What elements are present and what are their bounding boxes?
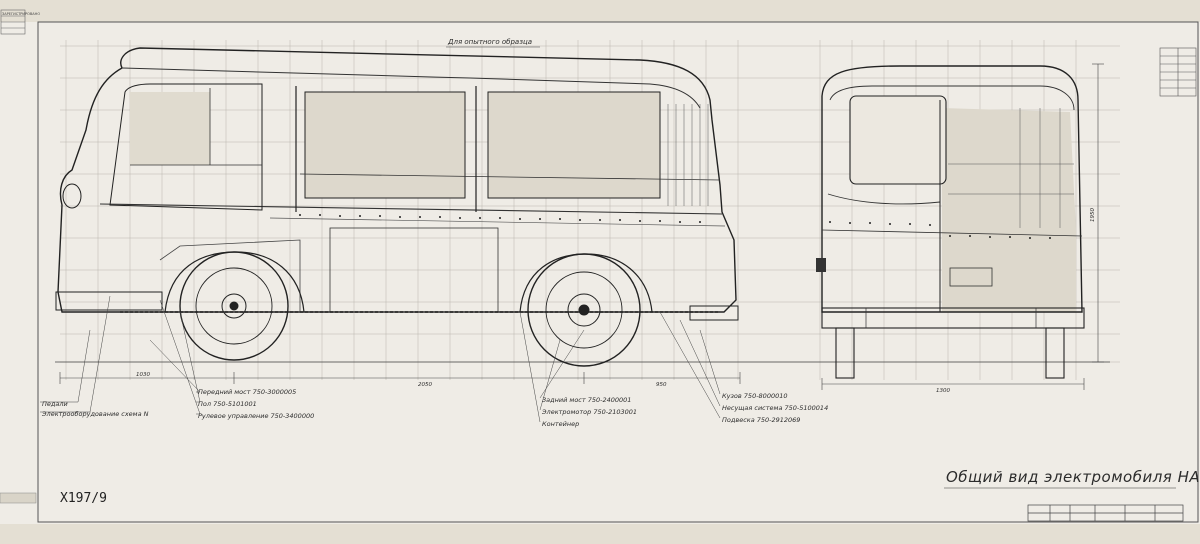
callout-rear-axle: Задний мост 750-2400001 bbox=[542, 396, 631, 404]
headlamp bbox=[62, 183, 82, 209]
callout-container: Контейнер bbox=[542, 420, 579, 428]
rear-roof-line bbox=[829, 85, 1075, 111]
cargo-window-rear bbox=[487, 91, 661, 199]
dim-track-width: 1300 bbox=[936, 388, 950, 394]
callout-front-axle: Передний мост 750-3000005 bbox=[198, 388, 296, 396]
rub-rail bbox=[299, 173, 721, 181]
corner-stamp bbox=[0, 9, 26, 35]
dim-height: 1950 bbox=[1090, 208, 1096, 222]
callout-load-bearing-system: Несущая система 750-5100014 bbox=[722, 404, 828, 412]
rear-left-tire bbox=[835, 327, 855, 379]
top-note: Для опытного образца bbox=[447, 38, 532, 46]
callout-leaders bbox=[40, 295, 721, 423]
rear-body-outline bbox=[821, 65, 1083, 313]
rear-right-tire bbox=[1045, 327, 1065, 379]
callout-suspension: Подвеска 750-2912069 bbox=[722, 416, 800, 424]
drawing-frame bbox=[37, 21, 1199, 523]
corner-stamp-text: ЗАРЕГИСТРИРОВАНО bbox=[2, 12, 40, 16]
lower-belt-line bbox=[269, 217, 726, 227]
callout-electrical: Электрооборудование схема N bbox=[41, 410, 149, 418]
height-dimension bbox=[1092, 63, 1104, 363]
rear-window bbox=[849, 95, 947, 185]
front-bumper bbox=[55, 291, 163, 311]
cargo-panel-1-fill bbox=[305, 92, 465, 198]
rear-belt-line bbox=[821, 229, 1083, 237]
front-wheel bbox=[179, 251, 289, 361]
length-dimensions bbox=[59, 372, 1085, 390]
rear-view-bumper bbox=[821, 307, 1085, 329]
dim-rear-overhang: 950 bbox=[656, 382, 667, 388]
license-plate-area bbox=[949, 267, 993, 287]
rear-rivet-row bbox=[829, 221, 1051, 239]
title-block bbox=[1027, 504, 1184, 522]
callout-steering: Рулевое управление 750-3400000 bbox=[198, 412, 314, 420]
drawing-title: Общий вид электромобиля НАМИ-010 bbox=[946, 468, 1200, 486]
callout-floor: Пол 750-5101001 bbox=[198, 400, 257, 408]
rivet-row bbox=[299, 214, 701, 223]
side-body-outline bbox=[57, 47, 737, 313]
front-fender-line bbox=[159, 239, 301, 312]
cab-door-outline bbox=[109, 83, 263, 211]
archive-number: Х197/9 bbox=[60, 491, 107, 506]
side-lower-panel bbox=[329, 227, 499, 313]
right-revision-table bbox=[1159, 47, 1197, 97]
rear-view bbox=[816, 65, 1085, 379]
rear-wheel bbox=[527, 253, 641, 367]
rear-side-hatching bbox=[948, 108, 1074, 228]
left-margin-stamp bbox=[0, 492, 37, 504]
roof-line bbox=[121, 67, 701, 109]
side-view bbox=[55, 47, 739, 367]
cargo-panel-2-fill bbox=[488, 92, 660, 198]
cargo-window-front bbox=[304, 91, 466, 199]
rear-door-line bbox=[827, 193, 941, 312]
rear-wheel-arch bbox=[519, 253, 653, 313]
callout-body: Кузов 750-8000010 bbox=[722, 392, 788, 400]
rear-bumper bbox=[689, 305, 739, 321]
dim-wheelbase: 2050 bbox=[418, 382, 432, 388]
rear-window-hatching bbox=[667, 104, 709, 206]
callout-electric-motor: Электромотор 750-2103001 bbox=[541, 408, 637, 416]
dim-front-overhang: 1030 bbox=[136, 372, 150, 378]
belt-line bbox=[99, 203, 723, 215]
rear-side-panel-fill bbox=[942, 108, 1076, 312]
rear-lamp bbox=[816, 258, 826, 272]
paper-bottom-margin bbox=[0, 524, 1200, 544]
callout-pedals: Педали bbox=[42, 400, 68, 408]
paper-top-margin bbox=[0, 0, 1200, 22]
windshield-fill bbox=[130, 92, 210, 165]
